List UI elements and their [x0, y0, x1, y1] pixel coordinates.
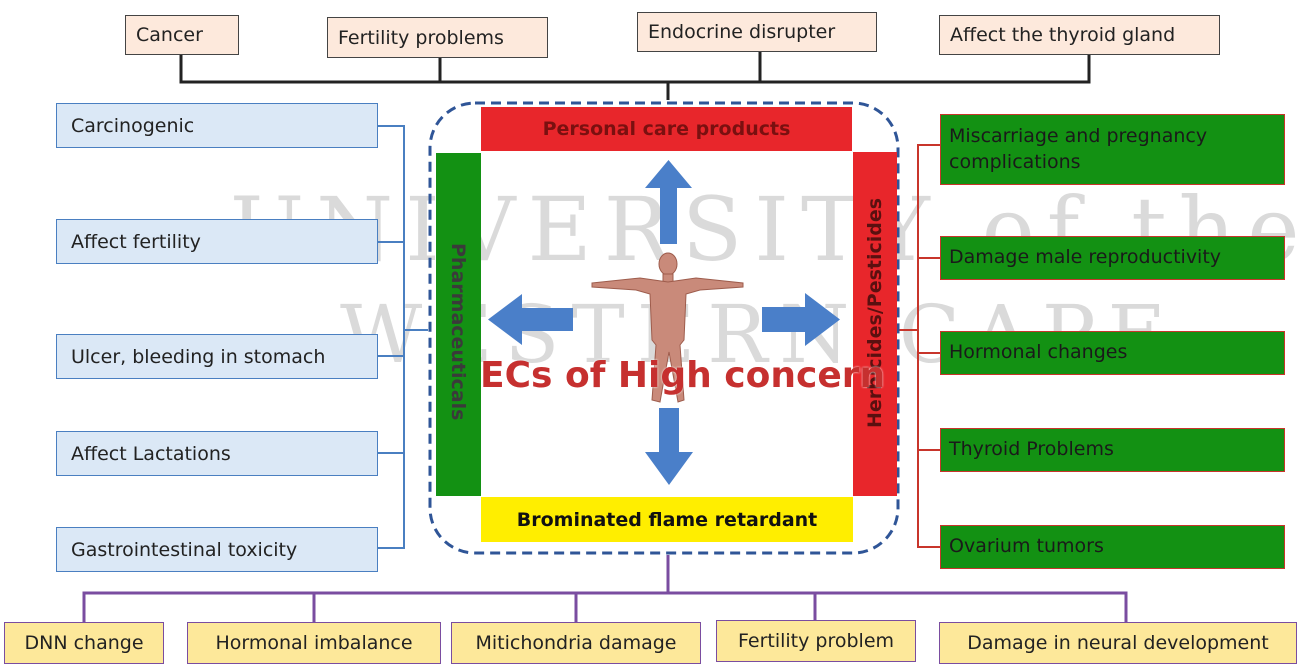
top-effect-thyroid-gland: Affect the thyroid gland [939, 15, 1220, 55]
center-dashed-frame [428, 101, 900, 555]
right-effect-thyroid-problems: Thyroid Problems [940, 428, 1285, 472]
top-effect-cancer: Cancer [125, 15, 239, 55]
human-figure-icon [591, 252, 744, 403]
category-brominated-flame-retardant: Brominated flame retardant [481, 497, 853, 542]
right-effect-miscarriage: Miscarriage and pregnancy complications [940, 114, 1285, 185]
left-effect-carcinogenic: Carcinogenic [56, 103, 378, 148]
left-connector-spine [378, 125, 405, 549]
top-effect-fertility-problems: Fertility problems [327, 17, 548, 58]
left-effect-gi-toxicity: Gastrointestinal toxicity [56, 527, 378, 572]
top-effect-endocrine-disrupter: Endocrine disrupter [637, 12, 877, 52]
category-flame-retardant-label: Brominated flame retardant [516, 508, 818, 531]
bottom-effect-fertility-problem: Fertility problem [716, 620, 916, 662]
bottom-effect-mitochondria-damage: Mitichondria damage [451, 622, 701, 664]
right-effect-male-reproductivity: Damage male reproductivity [940, 236, 1285, 280]
bottom-effect-neural-development: Damage in neural development [939, 622, 1297, 664]
arrow-right-icon [762, 293, 840, 346]
right-connector [896, 144, 940, 548]
right-effect-hormonal-changes: Hormonal changes [940, 331, 1285, 375]
left-connector [378, 125, 428, 549]
bottom-effect-hormonal-imbalance: Hormonal imbalance [187, 622, 441, 664]
left-effect-affect-lactations: Affect Lactations [56, 431, 378, 476]
arrow-up-icon [645, 160, 692, 244]
right-effect-ovarium-tumors: Ovarium tumors [940, 525, 1285, 569]
right-connector-spine [917, 144, 940, 548]
top-connector-bar [179, 55, 1091, 84]
bottom-connector [82, 555, 1128, 622]
category-pharmaceuticals-label: Pharmaceuticals [447, 243, 469, 421]
category-herbicides-pesticides [853, 152, 897, 496]
arrow-left-icon [488, 294, 573, 345]
arrow-down-icon [645, 408, 693, 485]
category-personal-care-label: Personal care products [542, 118, 791, 140]
left-effect-affect-fertility: Affect fertility [56, 219, 378, 264]
left-effect-ulcer: Ulcer, bleeding in stomach [56, 334, 378, 379]
category-pharmaceuticals [436, 153, 481, 496]
category-personal-care-products: Personal care products [481, 107, 852, 151]
top-connector [179, 50, 1091, 100]
bottom-connector-bar [82, 591, 1128, 622]
bottom-effect-dnn-change: DNN change [4, 622, 164, 664]
category-herbicides-label: Herbicides/Pesticides [864, 197, 886, 428]
center-title: ECs of High concern [480, 355, 886, 396]
